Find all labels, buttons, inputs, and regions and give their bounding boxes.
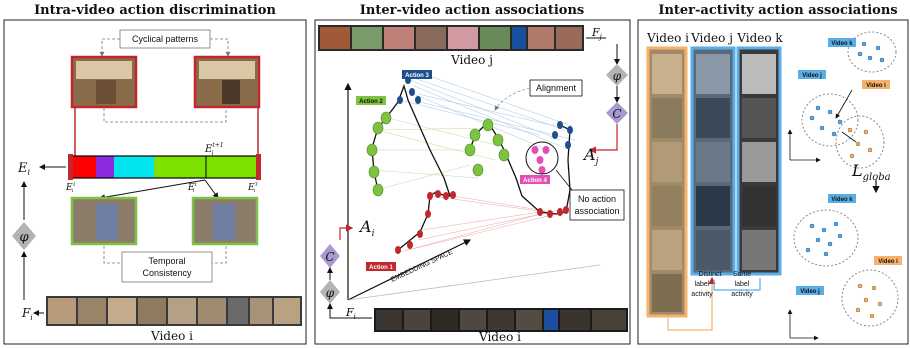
A-j-label: Aj [582,145,599,167]
embedding-bar [68,154,261,180]
action-2-tag [356,96,386,105]
svg-text:φ: φ [613,69,622,83]
cluster-label-i-bottom [874,256,902,265]
svg-text:Video i: Video i [866,83,886,89]
video-j-header: Video j [690,31,733,45]
embedding-space-label: EMBEDDING SPACE [390,249,454,284]
temporal-consistency-box [121,251,213,283]
phi-label-left: φ [19,230,29,245]
svg-text:Alignment: Alignment [536,83,577,93]
cyclical-patterns-label: Cyclical patterns [132,34,199,44]
panel-title-right: Inter-activity action associations [658,3,897,18]
F-j-label: Fj [591,26,603,41]
svg-text:label: label [735,281,750,288]
video-strip-top [318,25,584,51]
green-nodes [366,111,510,197]
svg-text:Video k: Video k [831,41,853,47]
phi-diamond-bottom [320,280,340,304]
no-assoc-box [569,189,625,221]
svg-text:Action 1: Action 1 [369,265,393,271]
video-i-label-left: Video i [150,329,193,343]
svg-text:Action 4: Action 4 [523,178,547,184]
video-strip-bottom-middle [374,308,628,332]
cluster-label-k-bottom [828,194,856,203]
cluster-label-k-top [828,38,856,47]
F-i-label-middle: Fi [345,306,356,321]
action-3-tag [402,70,432,79]
frame-top-left [70,55,138,109]
panel-inter-activity: Inter-activity action associations Video… [637,3,909,345]
blue-association-lines [399,69,576,151]
video-i-header: Video i [646,31,689,45]
red-nodes [395,190,569,254]
svg-text:φ: φ [326,286,335,300]
panel-inter-video: Inter-video action associations Fj φ C A… [314,3,631,345]
video-column-k [736,46,782,276]
E-i-label: Ei [17,161,31,177]
svg-text:activity: activity [691,291,713,298]
svg-text:Video j: Video j [800,289,820,295]
svg-text:Video j: Video j [802,73,822,79]
loss-global-label: Lgloba [851,161,891,183]
panel-title-left: Intra-video action discrimination [34,3,276,18]
video-k-header: Video k [736,31,783,45]
temporal-label-2: Consistency [142,268,192,278]
video-i-label-middle: Video i [478,330,521,344]
action-4-tag [520,175,550,184]
cluster-label-j-bottom [796,286,824,295]
temporal-label-1: Temporal [148,256,185,266]
video-column-j [690,46,736,276]
F-i-label-left: Fi [21,306,33,322]
svg-text:Video i: Video i [878,259,898,265]
phi-diamond-top [606,64,628,86]
panel-border-left [3,19,307,345]
panel-title-middle: Inter-video action associations [360,3,584,18]
C-diamond-bottom [320,244,340,268]
frame-bottom-left [70,196,138,246]
cluster-label-j-top [798,70,826,79]
no-assoc-circle [525,141,559,175]
panel-intra-video: Intra-video action discrimination Cyclic… [3,3,307,345]
svg-text:No action: No action [578,194,616,204]
action-1-tag [366,262,396,271]
svg-text:label: label [695,281,710,288]
svg-text:Video k: Video k [831,197,853,203]
A-i-label: Ai [358,217,375,239]
pink-nodes [531,146,550,174]
svg-text:C: C [325,250,334,264]
C-diamond-top [606,102,628,124]
cluster-label-i-top [862,80,890,89]
svg-text:Action 3: Action 3 [405,73,429,79]
svg-text:Same: Same [733,271,751,278]
panel-border-right [637,19,909,345]
svg-text:Action 2: Action 2 [359,99,383,105]
phi-diamond-left [12,222,36,250]
video-column-i [646,46,688,318]
svg-text:Distinct: Distinct [699,271,722,278]
svg-text:activity: activity [731,291,753,298]
frame-top-right [193,55,261,109]
frame-bottom-right [191,196,259,246]
video-strip-left [46,296,302,326]
trajectory-A-i [371,83,451,251]
cluster-top: Video k Video j Video i [787,31,897,169]
svg-text:association: association [574,206,619,216]
svg-text:C: C [612,107,621,121]
video-j-label-middle: Video j [450,53,493,67]
panel-border-middle [314,19,631,345]
green-association-lines [371,117,501,191]
cluster-bottom: Video k Video j Video i [787,194,902,341]
